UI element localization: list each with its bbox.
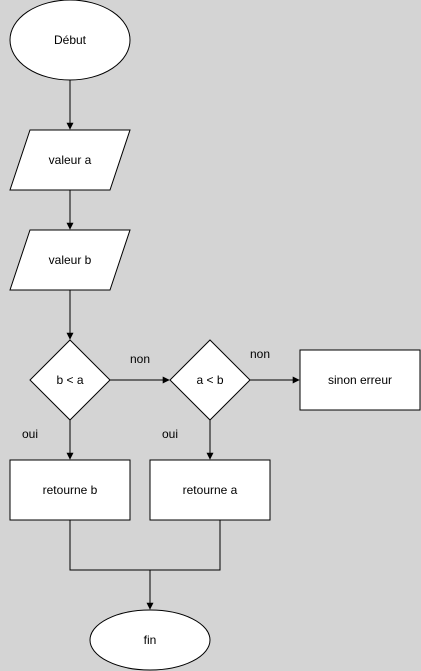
- error-label: sinon erreur: [328, 373, 392, 387]
- edge-return-a-to-end: [150, 520, 221, 571]
- error-box: [299, 349, 421, 411]
- decision-a-lt-b-label: a < b: [196, 373, 223, 387]
- start-label: Début: [54, 33, 87, 47]
- input-b-label: valeur b: [49, 253, 92, 267]
- edge-label-no-2: non: [250, 347, 270, 361]
- edge-label-no-1: non: [130, 352, 150, 366]
- start-ellipse: [9, 0, 131, 81]
- edge-return-b-to-end: [69, 520, 154, 610]
- end-ellipse: [89, 609, 211, 671]
- connectors: [66, 80, 300, 610]
- end-label: fin: [144, 633, 157, 647]
- decision-a-lt-b-diamond: [169, 339, 251, 421]
- decision-b-lt-a-label: b < a: [56, 373, 83, 387]
- input-a-label: valeur a: [49, 153, 92, 167]
- return-a-label: retourne a: [183, 483, 238, 497]
- return-a-box: [149, 459, 271, 521]
- input-b-parallelogram: [9, 229, 131, 291]
- return-b-box: [9, 459, 131, 521]
- decision-b-lt-a-diamond: [29, 339, 111, 421]
- input-a-parallelogram: [9, 129, 131, 191]
- edge-label-yes-2: oui: [162, 427, 178, 441]
- edge-label-yes-1: oui: [22, 427, 38, 441]
- return-b-label: retourne b: [43, 483, 98, 497]
